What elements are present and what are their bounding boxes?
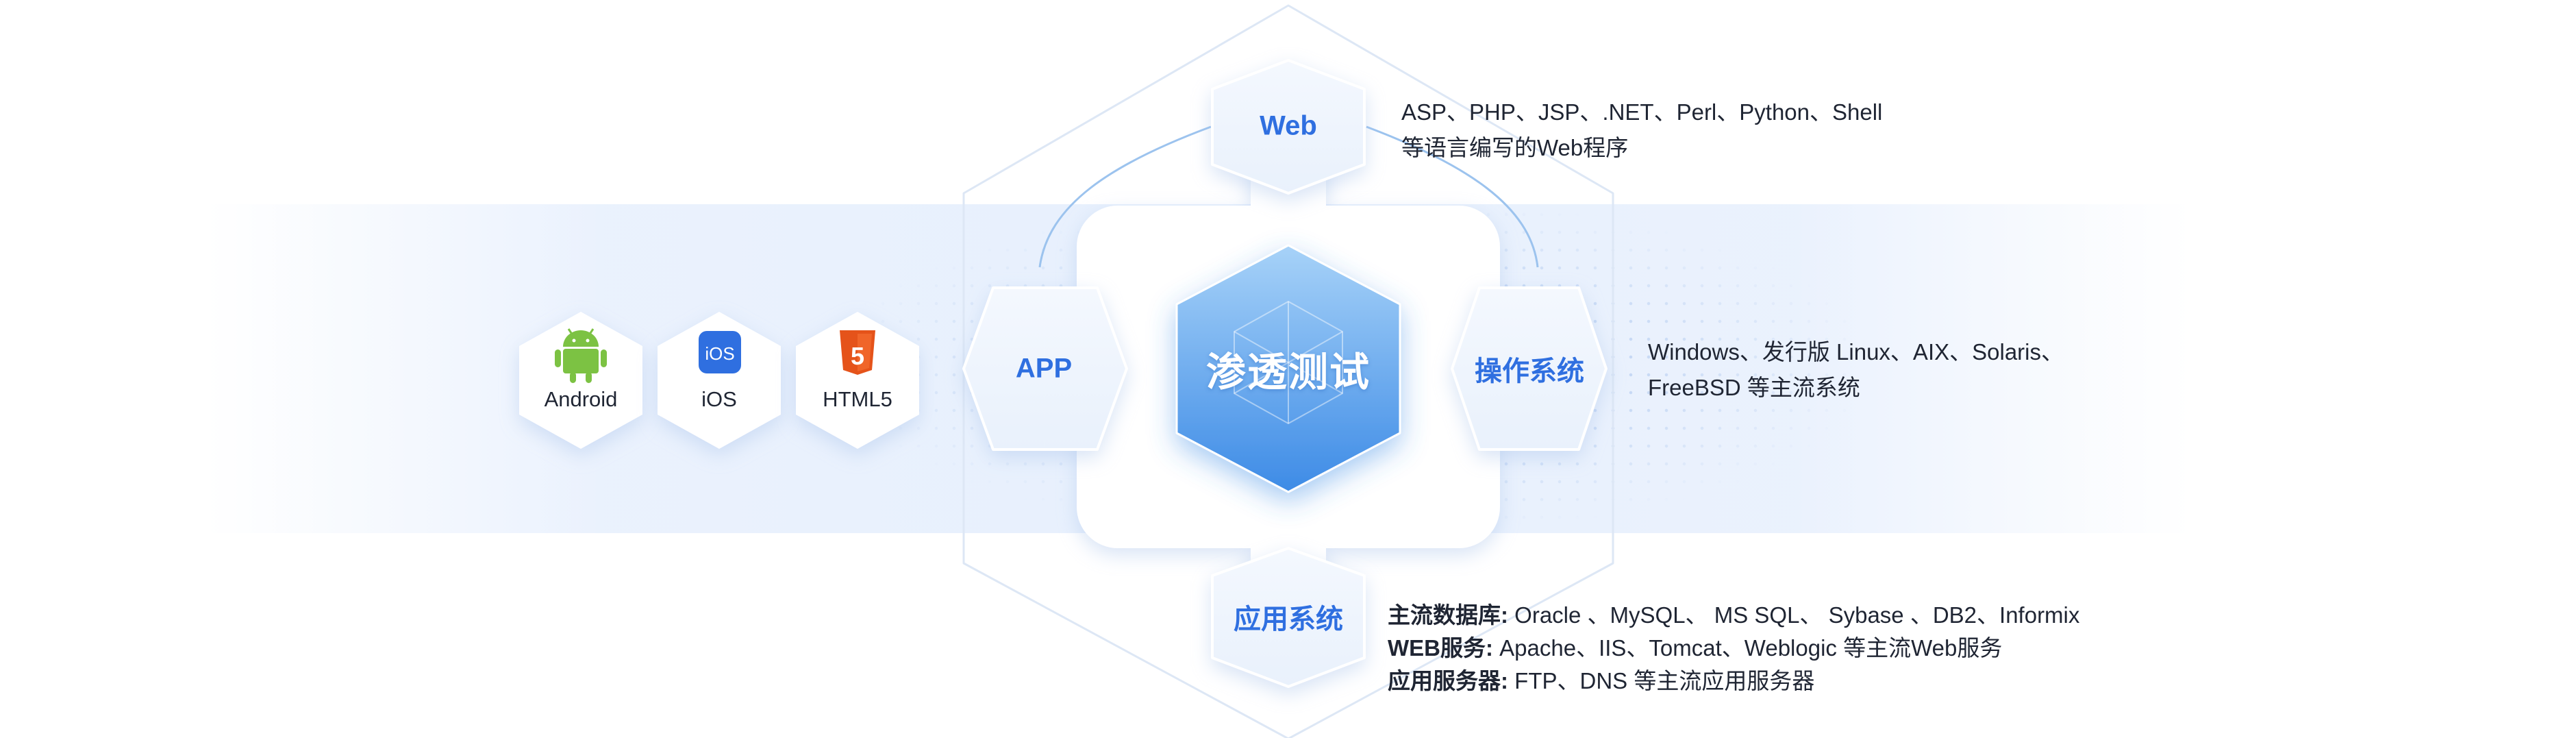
android-label: Android bbox=[544, 387, 618, 411]
web-node-hexagon bbox=[1211, 59, 1366, 195]
appsys-node-label: 应用系统 bbox=[1234, 604, 1343, 635]
ios-platform-hexagon bbox=[658, 312, 781, 449]
web-description-line2: 等语言编写的Web程序 bbox=[1401, 135, 1629, 160]
os-node-hexagon bbox=[1451, 286, 1608, 451]
html5-platform-hexagon bbox=[796, 312, 919, 449]
appsys-node-hexagon bbox=[1211, 547, 1366, 688]
app-node-label: APP bbox=[1015, 353, 1073, 384]
center-label: 渗透测试 bbox=[1205, 350, 1371, 395]
appsys-description: 主流数据库: Oracle 、MySQL、 MS SQL、 Sybase 、DB… bbox=[1388, 599, 2079, 698]
html5-icon: 5 bbox=[840, 330, 875, 375]
html5-label: HTML5 bbox=[823, 387, 892, 411]
arc-line-right bbox=[1366, 125, 1539, 268]
appsys-description-web-service: WEB服务: Apache、IIS、Tomcat、Weblogic 等主流Web… bbox=[1388, 635, 2003, 661]
appsys-description-database: 主流数据库: Oracle 、MySQL、 MS SQL、 Sybase 、DB… bbox=[1388, 602, 2080, 628]
outer-hexagon-outline bbox=[962, 4, 1614, 738]
os-description: Windows、发行版 Linux、AIX、Solaris、 FreeBSD 等… bbox=[1648, 334, 2064, 406]
android-platform-hexagon bbox=[519, 312, 642, 449]
web-description: ASP、PHP、JSP、.NET、Perl、Python、Shell 等语言编写… bbox=[1401, 95, 1882, 166]
android-icon bbox=[555, 328, 607, 383]
svg-text:5: 5 bbox=[851, 342, 864, 370]
ios-label: iOS bbox=[701, 387, 737, 411]
arc-line-left bbox=[1038, 125, 1212, 268]
app-node-hexagon bbox=[962, 286, 1128, 451]
os-node-label: 操作系统 bbox=[1475, 356, 1584, 386]
os-description-line1: Windows、发行版 Linux、AIX、Solaris、 bbox=[1648, 339, 2064, 365]
ios-icon: iOS bbox=[699, 331, 741, 373]
center-hexagon bbox=[1175, 244, 1401, 493]
appsys-description-app-server: 应用服务器: FTP、DNS 等主流应用服务器 bbox=[1388, 668, 1815, 693]
svg-text:iOS: iOS bbox=[705, 343, 734, 364]
web-description-line1: ASP、PHP、JSP、.NET、Perl、Python、Shell bbox=[1401, 99, 1883, 125]
web-node-label: Web bbox=[1260, 110, 1317, 141]
os-description-line2: FreeBSD 等主流系统 bbox=[1648, 375, 1860, 400]
cube-wireframe-decoration bbox=[1234, 300, 1343, 425]
